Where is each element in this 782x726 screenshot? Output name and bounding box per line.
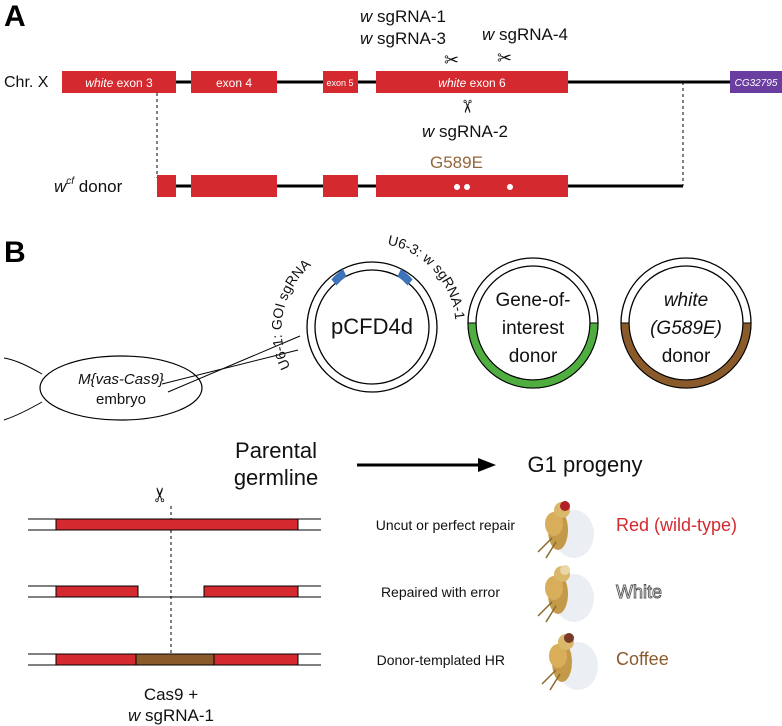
row3-gene-right	[213, 653, 299, 666]
white-donor-line2: (G589E)	[650, 318, 722, 339]
embryo-genotype: M{vas-Cas9}	[78, 371, 164, 388]
fly-white-eye	[537, 565, 594, 623]
embryo-shape	[39, 355, 203, 421]
exon-4-label: exon 4	[216, 76, 252, 90]
outcome-3-desc: Donor-templated HR	[377, 652, 505, 668]
exon-4	[191, 71, 277, 93]
arrow-right-icon	[478, 458, 496, 472]
donor-label: wcf donor	[54, 176, 123, 196]
scissors-icon: ✂	[457, 99, 477, 114]
outcome-1-desc: Uncut or perfect repair	[376, 517, 516, 533]
outcome-2-result: White	[616, 582, 662, 602]
row2-gene-right	[203, 585, 299, 598]
sgrna-3-label: w sgRNA-3	[360, 29, 446, 48]
parental-label-line2: germline	[234, 465, 318, 490]
fly-red-eye	[537, 501, 594, 559]
injection-line	[167, 335, 301, 393]
white-donor-line3: donor	[662, 346, 711, 367]
donor-mutation-dot	[464, 184, 470, 190]
cas9-label-line1: Cas9 +	[144, 685, 198, 704]
chromosome-label: Chr. X	[4, 74, 49, 91]
row3-donor-insert	[135, 653, 215, 666]
injection-line	[161, 349, 299, 385]
white-donor-arm	[620, 322, 752, 389]
sgrna-1-label: w sgRNA-1	[360, 7, 446, 26]
outcome-3-result: Coffee	[616, 649, 669, 669]
scissors-icon: ✂	[150, 486, 172, 503]
outcome-1-result: Red (wild-type)	[616, 515, 737, 535]
sgrna-cassette-white	[397, 268, 413, 286]
exon-6	[376, 71, 568, 93]
donor-exon-3	[157, 175, 176, 197]
donor-exon-4	[191, 175, 277, 197]
parental-label-line1: Parental	[235, 438, 317, 463]
mutation-label: G589E	[430, 153, 483, 172]
exon-3	[62, 71, 176, 93]
exon-6-label: white exon 6	[438, 76, 506, 90]
scissors-icon: ✂	[444, 50, 459, 70]
sgrna-4-label: w sgRNA-4	[482, 25, 568, 44]
embryo-pole-line	[3, 401, 43, 421]
g1-progeny-label: G1 progeny	[528, 452, 643, 477]
exon-5-label: exon 5	[326, 78, 353, 88]
white-donor-line1: white	[664, 290, 708, 311]
scissors-icon: ✂	[497, 48, 512, 68]
sgrna-cassette-goi	[331, 268, 347, 286]
donor-mutation-dot	[507, 184, 513, 190]
donor-exon-5	[323, 175, 358, 197]
outcome-2-desc: Repaired with error	[381, 584, 500, 600]
donor-exon-6	[376, 175, 568, 197]
plasmid-pcfd4d-inner	[314, 269, 430, 385]
goi-donor-line2: interest	[502, 318, 565, 339]
cas9-label-line2: w sgRNA-1	[128, 706, 214, 725]
donor-mutation-dot	[454, 184, 460, 190]
sgrna-2-label: w sgRNA-2	[422, 122, 508, 141]
embryo-pole-line	[3, 357, 43, 375]
embryo-label: embryo	[96, 391, 146, 408]
exon-5	[323, 71, 358, 93]
row1-white-gene	[55, 518, 299, 531]
row2-gene-left	[55, 585, 139, 598]
goi-donor-line1: Gene-of-	[496, 290, 571, 311]
panel-b-letter: B	[4, 236, 26, 269]
panel-a-letter: A	[4, 0, 26, 33]
neighbor-gene-label: CG32795	[735, 78, 778, 89]
exon-3-label: white exon 3	[85, 76, 153, 90]
goi-donor-arm	[467, 322, 599, 389]
goi-donor-line3: donor	[509, 346, 558, 367]
row3-gene-left	[55, 653, 137, 666]
plasmid-pcfd4d-name: pCFD4d	[331, 314, 413, 339]
fly-coffee-eye	[541, 633, 598, 691]
neighbor-gene-box	[730, 71, 782, 93]
plasmid-left-arc-label: U6-1: GOI sgRNA	[268, 255, 314, 372]
